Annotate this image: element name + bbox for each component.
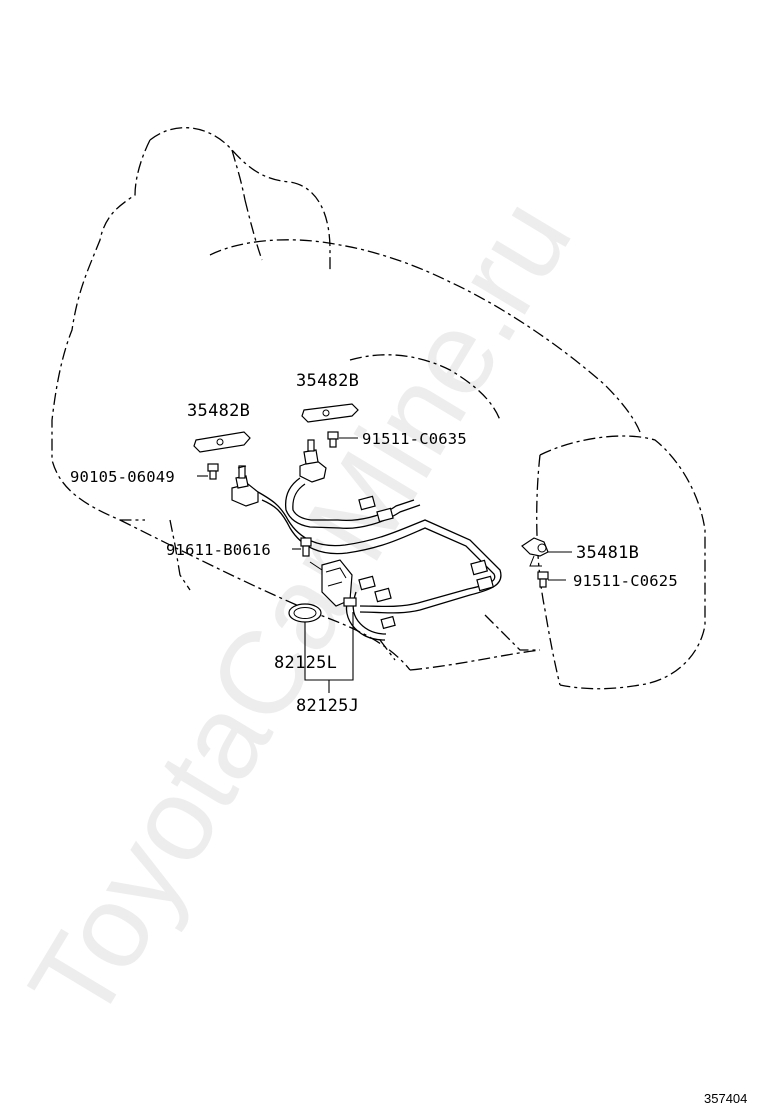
label-35481b: 35481B [576,543,639,563]
label-91511-c0635: 91511-C0635 [362,430,467,448]
o-ring-82125l [288,603,322,623]
transmission-outline [51,127,706,690]
harness-connector-body [309,559,357,607]
leader-lines [197,437,572,693]
label-35482b-upper: 35482B [296,371,359,391]
figure-number: 357404 [704,1091,747,1106]
label-91511-c0625: 91511-C0625 [573,572,678,590]
bracket-35482b-left [193,431,251,453]
bolt-91611-icon [300,537,312,557]
label-82125l: 82125L [274,653,337,673]
bolt-91511-c0625-icon [537,571,549,588]
label-90105-06049: 90105-06049 [70,468,175,486]
speed-sensor-left [231,465,259,507]
clamp-35481b [521,537,549,567]
wire-harness [257,477,502,641]
bracket-35482b-upper [301,403,359,423]
speed-sensor-upper [299,439,327,483]
label-82125j: 82125J [296,696,359,716]
bolt-91511-c0635-icon [327,431,339,448]
label-35482b-left: 35482B [187,401,250,421]
label-91611-b0616: 91611-B0616 [166,541,271,559]
harness-connectors [358,495,495,630]
bolt-90105-icon [207,463,219,480]
